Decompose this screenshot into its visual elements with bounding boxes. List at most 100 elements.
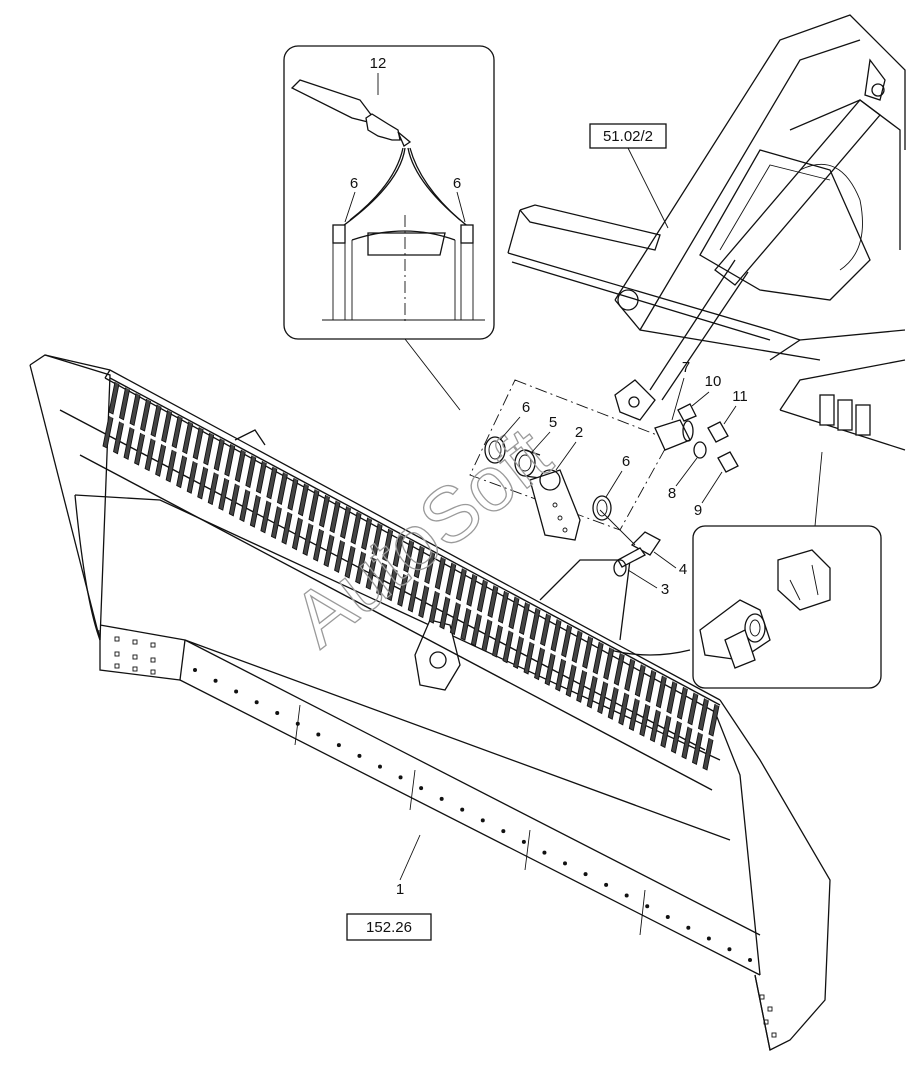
bolt-hole [295, 721, 300, 726]
grille-tooth [502, 596, 520, 664]
grille-tooth [618, 658, 636, 726]
part-label-9: 9 [694, 502, 702, 519]
grille-tooth [207, 438, 225, 506]
grille-tooth [313, 494, 330, 562]
grille-tooth [481, 585, 499, 653]
grille-tooth [702, 703, 720, 771]
part-label-11: 11 [732, 388, 748, 405]
left-corner-bolts [114, 636, 156, 675]
grille-tooth [344, 511, 362, 579]
part-label-10: 10 [705, 373, 722, 390]
grille-tooth [523, 607, 541, 675]
part-label-6: 6 [350, 175, 358, 192]
grille-tooth [439, 562, 457, 630]
grille-tooth [534, 613, 552, 681]
grille-tooth [386, 534, 404, 602]
grille-tooth [407, 545, 425, 613]
grille-rail [79, 454, 713, 791]
grille-tooth [628, 664, 646, 732]
bolt-hole [254, 700, 259, 705]
grille-tooth [228, 449, 246, 517]
part-number-labels: 12 6 6 6 5 2 6 7 10 11 8 9 4 3 1 [350, 55, 748, 898]
cutting-edge-bolt-holes [193, 668, 752, 962]
pin-bracket-group [469, 379, 739, 577]
bolt-hole [501, 829, 506, 834]
grille-tooth [123, 393, 141, 460]
lubrication-detail-callout [283, 45, 495, 411]
bolt-hole [583, 872, 588, 877]
part-label-1: 1 [396, 881, 404, 898]
bolt-hole [604, 882, 609, 887]
part-label-2: 2 [575, 424, 583, 441]
grille-tooth [323, 500, 341, 568]
bolt-hole [378, 764, 382, 769]
grille-tooth [460, 573, 478, 641]
grille-tooth [691, 698, 709, 766]
grille-tooth [176, 421, 194, 489]
grille-tooth [544, 619, 562, 686]
bolt-hole [521, 839, 526, 844]
bolt-hole [193, 668, 197, 672]
bolt-hole [624, 893, 629, 898]
grille-tooth [260, 466, 278, 534]
bolt-hole [357, 753, 362, 758]
grille-tooth [470, 579, 488, 647]
grille-tooth [134, 398, 152, 466]
grille-tooth [155, 410, 173, 477]
cylinder-mount-detail-callout [692, 451, 882, 689]
part-label-3: 3 [661, 581, 669, 598]
grille-tooth [428, 557, 446, 624]
bolt-hole [706, 936, 711, 941]
grille-tooth [586, 641, 604, 709]
grille-tooth [239, 455, 257, 523]
part-label-5: 5 [549, 414, 557, 431]
frame-reference-box: 51.02/2 [589, 123, 669, 229]
hydraulic-cylinder [614, 99, 881, 421]
grille-tooth [365, 523, 383, 590]
grille-tooth [565, 630, 583, 698]
grille-tooth [670, 686, 688, 754]
grille-tooth [291, 483, 309, 551]
part-label-6: 6 [622, 453, 630, 470]
grille-tooth [218, 444, 236, 511]
part-label-7: 7 [682, 359, 690, 376]
part-label-12: 12 [370, 55, 387, 72]
bolt-hole [460, 807, 465, 812]
grille-tooth [397, 540, 415, 607]
bolt-hole [419, 786, 424, 791]
grille-tooth [649, 675, 667, 743]
grille-tooth [102, 381, 120, 449]
bolt-hole [645, 904, 650, 909]
bolt-hole [665, 915, 670, 920]
grille-tooth [186, 427, 204, 494]
grille-tooth [491, 590, 509, 658]
grille-tooth [376, 528, 394, 596]
push-frame [507, 14, 906, 451]
bolt-hole [542, 850, 547, 855]
grille-tooth [449, 568, 467, 636]
part-label-6: 6 [522, 399, 530, 416]
dozer-blade [29, 354, 831, 1051]
bolt-hole [686, 925, 691, 930]
grille-tooth [418, 551, 436, 619]
frame-reference-label: 51.02/2 [603, 128, 653, 145]
bolt-hole [336, 743, 341, 748]
grille-tooth [249, 460, 267, 528]
grille-tooth [165, 415, 183, 483]
grille-tooth [334, 506, 352, 573]
grille-tooth [681, 692, 699, 760]
bolt-hole [213, 678, 218, 683]
part-label-4: 4 [679, 561, 687, 578]
grille-tooth [660, 681, 678, 749]
bolt-hole [727, 947, 732, 952]
grille-tooth [607, 653, 625, 720]
bolt-hole [234, 689, 239, 694]
grille-tooth [302, 489, 320, 556]
blade-grille [59, 377, 721, 791]
right-corner-bolts [759, 994, 777, 1038]
bolt-hole [748, 958, 752, 962]
grille-rail [109, 377, 721, 706]
bolt-hole [398, 775, 403, 780]
grille-tooth [355, 517, 373, 585]
